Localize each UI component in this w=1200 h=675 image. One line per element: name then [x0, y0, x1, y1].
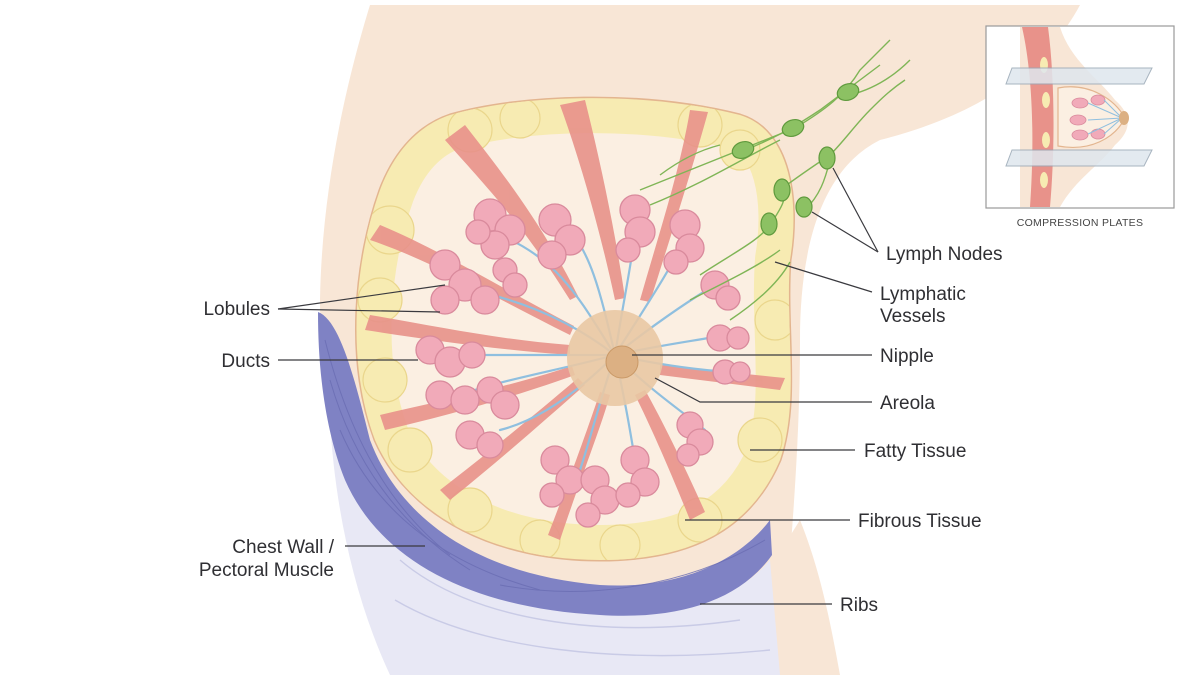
inset-top-plate — [1005, 67, 1153, 85]
lobules — [415, 194, 751, 528]
label-lobules: Lobules — [203, 299, 270, 320]
label-fatty-tissue: Fatty Tissue — [864, 441, 966, 462]
leader-lines — [277, 167, 879, 605]
leader-lymphatic-vessels — [774, 261, 873, 293]
nipple-shape — [605, 345, 639, 379]
label-chest-wall-line2: Pectoral Muscle — [199, 560, 334, 581]
label-ribs: Ribs — [840, 595, 878, 616]
leader-lobules-b — [277, 308, 441, 313]
inset-nipple — [1119, 111, 1129, 125]
muscle-fibers — [324, 339, 766, 592]
label-lymphatic-vessels-line2: Vessels — [880, 306, 945, 327]
leader-lymph-nodes-a — [832, 167, 879, 253]
label-chest-wall-line1: Chest Wall / — [232, 537, 334, 558]
leader-lobules-a — [277, 284, 446, 310]
label-fibrous-tissue: Fibrous Tissue — [858, 511, 982, 532]
inset-caption: COMPRESSION PLATES — [1017, 217, 1144, 229]
inset-ducts — [1087, 99, 1123, 135]
compression-plates-inset — [985, 25, 1175, 209]
lymph-nodes — [731, 82, 860, 236]
skin-lower — [769, 520, 840, 675]
inset-ribs — [1040, 57, 1050, 188]
inset-bottom-plate — [1005, 149, 1153, 167]
label-nipple: Nipple — [880, 346, 934, 367]
leader-areola — [654, 377, 872, 403]
label-lymph-nodes: Lymph Nodes — [886, 244, 1003, 265]
inset-lobules — [1069, 94, 1106, 141]
leader-lymph-nodes-b — [811, 211, 879, 253]
label-areola: Areola — [880, 393, 935, 414]
label-lymphatic-vessels-line1: Lymphatic — [880, 284, 966, 305]
label-ducts: Ducts — [221, 351, 270, 372]
